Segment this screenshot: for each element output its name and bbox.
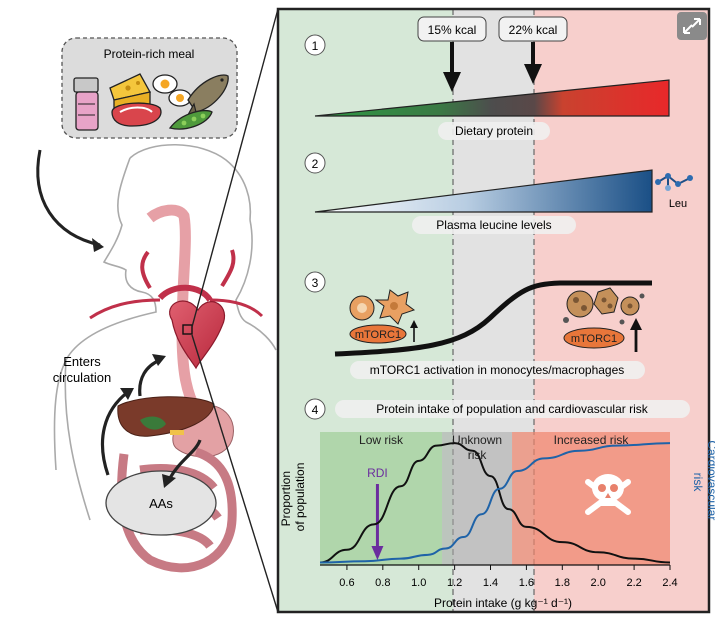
shake-bottle-icon: [73, 77, 99, 131]
rdi-label: RDI: [367, 466, 388, 480]
region-band-1: [320, 432, 443, 565]
callout-22pct: 22% kcal: [498, 16, 568, 84]
left-y-label: Proportion of population: [279, 463, 307, 532]
foam-cells-icon: [563, 287, 645, 325]
population-curve: [319, 442, 671, 564]
aas-label: AAs: [149, 496, 173, 511]
y-right-line2: risk: [691, 473, 705, 493]
region-band-3: [512, 432, 670, 565]
liver-circulation-arrow: [100, 390, 129, 476]
x-axis-label: Protein intake (g kg⁻¹ d⁻¹): [434, 596, 572, 610]
zoom-line-top: [191, 8, 279, 328]
panel-3: 3 mTORC1 mTORC1 mTORC1 activati: [304, 271, 652, 379]
x-tick-label: 0.6: [339, 577, 354, 589]
panel3-label: mTORC1 activation in monocytes/macrophag…: [370, 363, 625, 377]
kcal22-label: 22% kcal: [509, 23, 558, 37]
panel-1: 1 Dietary protein: [304, 34, 670, 140]
panel4-number: 4: [312, 403, 319, 417]
meal-box: Protein-rich meal: [61, 37, 238, 139]
leucine-molecule-icon: [655, 173, 693, 191]
aas-bubble: AAs: [105, 470, 217, 536]
x-tick-label: 2.0: [591, 577, 606, 589]
x-tick-label: 1.2: [447, 577, 462, 589]
liver-arrow-head: [120, 388, 134, 400]
y-left-line1: Proportion: [279, 471, 293, 526]
panel-2: 2 Plasma leucine levels Leu: [304, 152, 693, 234]
gut-to-aas-arrow: [168, 439, 202, 479]
cardiovascular-risk-curve: [319, 442, 671, 564]
human-body-outline: [53, 143, 277, 521]
heart-zoom-box: [182, 324, 193, 335]
x-tick-label: 1.8: [555, 577, 570, 589]
macrophage-icon: [374, 289, 416, 325]
y-right-line1: Cardiovascular: [705, 440, 715, 520]
x-tick-label: 1.4: [483, 577, 498, 589]
panel2-number: 2: [312, 157, 319, 171]
mtorc-left-label: mTORC1: [355, 329, 401, 341]
zoom-line-bottom: [191, 334, 279, 613]
liver: [117, 396, 215, 437]
x-tick-label: 1.0: [411, 577, 426, 589]
monocyte-icon: [349, 295, 375, 321]
leucine-wedge: [314, 169, 653, 213]
heart-vessels: [89, 249, 264, 320]
skull-crossbones-icon: [585, 474, 631, 515]
panel1-number: 1: [312, 39, 319, 53]
expand-icon[interactable]: [677, 12, 707, 40]
x-tick-label: 2.2: [626, 577, 641, 589]
x-tick-label: 1.6: [519, 577, 534, 589]
panel1-label: Dietary protein: [455, 124, 533, 138]
steak-icon: [111, 102, 162, 127]
heart: [169, 300, 225, 370]
panel3-number: 3: [312, 276, 319, 290]
meal-arrow-head: [92, 238, 104, 252]
leu-label: Leu: [669, 198, 687, 210]
callout-15pct: 15% kcal: [417, 16, 487, 92]
eggs-icon: [152, 74, 192, 107]
rdi-marker: RDI: [367, 466, 388, 560]
dietary-protein-wedge: [314, 79, 670, 117]
meal-to-mouth-arrow: [36, 149, 101, 247]
circulation-label: circulation: [53, 370, 112, 385]
region-label-1: Low risk: [359, 433, 404, 447]
enters-label: Enters: [63, 354, 101, 369]
y-left-line2: of population: [293, 463, 307, 532]
heart-arrow-head: [152, 354, 166, 366]
panel4-label: Protein intake of population and cardiov…: [376, 402, 648, 416]
panel2-label: Plasma leucine levels: [436, 218, 551, 232]
x-tick-label: 0.8: [375, 577, 390, 589]
right-y-label: Cardiovascular risk: [691, 440, 715, 523]
panel-frame: [276, 7, 711, 614]
panel-4-header: 4 Protein intake of population and cardi…: [304, 398, 690, 420]
x-ticks: 0.6 0.8 1.0 1.2 1.4 1.6 1.8 2.0 2.2 2.4: [339, 565, 678, 589]
mtorc-right-label: mTORC1: [571, 333, 617, 345]
meal-label: Protein-rich meal: [104, 47, 195, 61]
x-tick-label: 2.4: [662, 577, 677, 589]
region-label-3: Increased risk: [554, 433, 630, 447]
kcal15-label: 15% kcal: [428, 23, 477, 37]
rdi-arrow-head: [371, 546, 384, 560]
peas-icon: [168, 109, 213, 130]
heart-circulation-arrow: [138, 358, 161, 397]
mtorc1-curve: [334, 280, 652, 357]
gut-arrow-head: [162, 474, 176, 488]
